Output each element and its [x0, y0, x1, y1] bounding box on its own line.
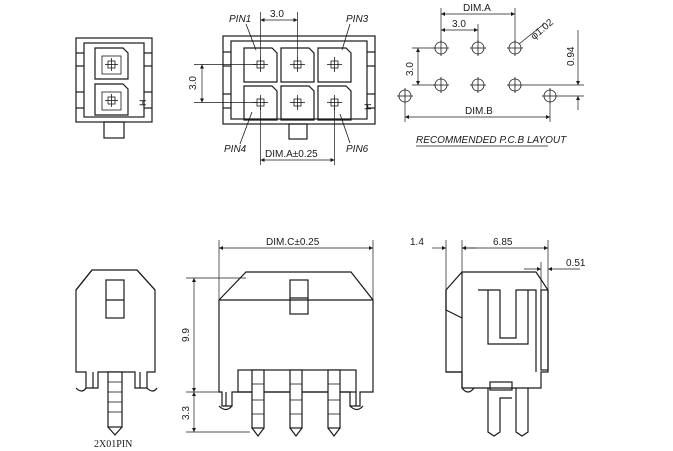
- side-1-4-label: 1.4: [410, 237, 424, 248]
- tail-label: 3.3: [181, 406, 192, 420]
- pin3-label: PIN3: [346, 14, 369, 25]
- dim-c-tol-label: DIM.C±0.25: [266, 237, 320, 248]
- pcb-pitch-h-label: 3.0: [452, 19, 466, 30]
- offset-label: 0.94: [566, 46, 577, 66]
- pin-count-caption: 2X01PIN: [94, 439, 132, 450]
- side-section: 1.4 6.85 0.51: [410, 237, 586, 437]
- pin6-label: PIN6: [346, 144, 369, 155]
- front-view-6pin: H PIN1 PIN3 PIN4 PIN6 3.0 3.0 DIM.A±0.25: [188, 9, 376, 165]
- pin-square-icon: [290, 57, 305, 72]
- pcb-layout: DIM.A 3.0 3.0 φ1.02 0.94 DIM.B RECOMMEND…: [397, 3, 584, 147]
- pin-square-icon: [327, 95, 342, 110]
- pcb-dim-b-label: DIM.B: [465, 106, 493, 117]
- hole-circle-icon: [433, 77, 449, 93]
- pin-square-icon: [290, 95, 305, 110]
- hole-circle-icon: [470, 77, 486, 93]
- hole-circle-icon: [397, 88, 413, 104]
- pitch-v-label: 3.0: [188, 76, 199, 90]
- pcb-caption: RECOMMENDED P.C.B LAYOUT: [416, 135, 567, 146]
- front-elevation: DIM.C±0.25 9.9 3.3: [181, 237, 374, 437]
- hole-diameter-label: φ1.02: [529, 17, 556, 42]
- height-label: 9.9: [181, 328, 192, 342]
- pin-square-icon: [105, 58, 118, 71]
- pin4-label: PIN4: [224, 144, 247, 155]
- pin1-label: PIN1: [229, 14, 251, 25]
- pin-square-icon: [253, 57, 268, 72]
- polarity-mark: H: [363, 104, 373, 111]
- pcb-dim-a-label: DIM.A: [463, 3, 491, 14]
- side-6-85-label: 6.85: [493, 237, 513, 248]
- pcb-pitch-v-label: 3.0: [405, 62, 416, 76]
- pin-square-icon: [105, 94, 118, 107]
- dim-a-tol-label: DIM.A±0.25: [265, 149, 318, 160]
- side-0-51-label: 0.51: [566, 258, 586, 269]
- side-view-left: 2X01PIN: [75, 269, 158, 450]
- front-view-2pin: H: [75, 37, 153, 139]
- hole-circle-icon: [507, 77, 523, 93]
- polarity-mark: H: [138, 100, 148, 107]
- hole-circle-icon: [470, 40, 486, 56]
- hole-circle-icon: [542, 88, 558, 104]
- pin-square-icon: [327, 57, 342, 72]
- hole-circle-icon: [433, 40, 449, 56]
- pitch-h-label: 3.0: [270, 9, 284, 20]
